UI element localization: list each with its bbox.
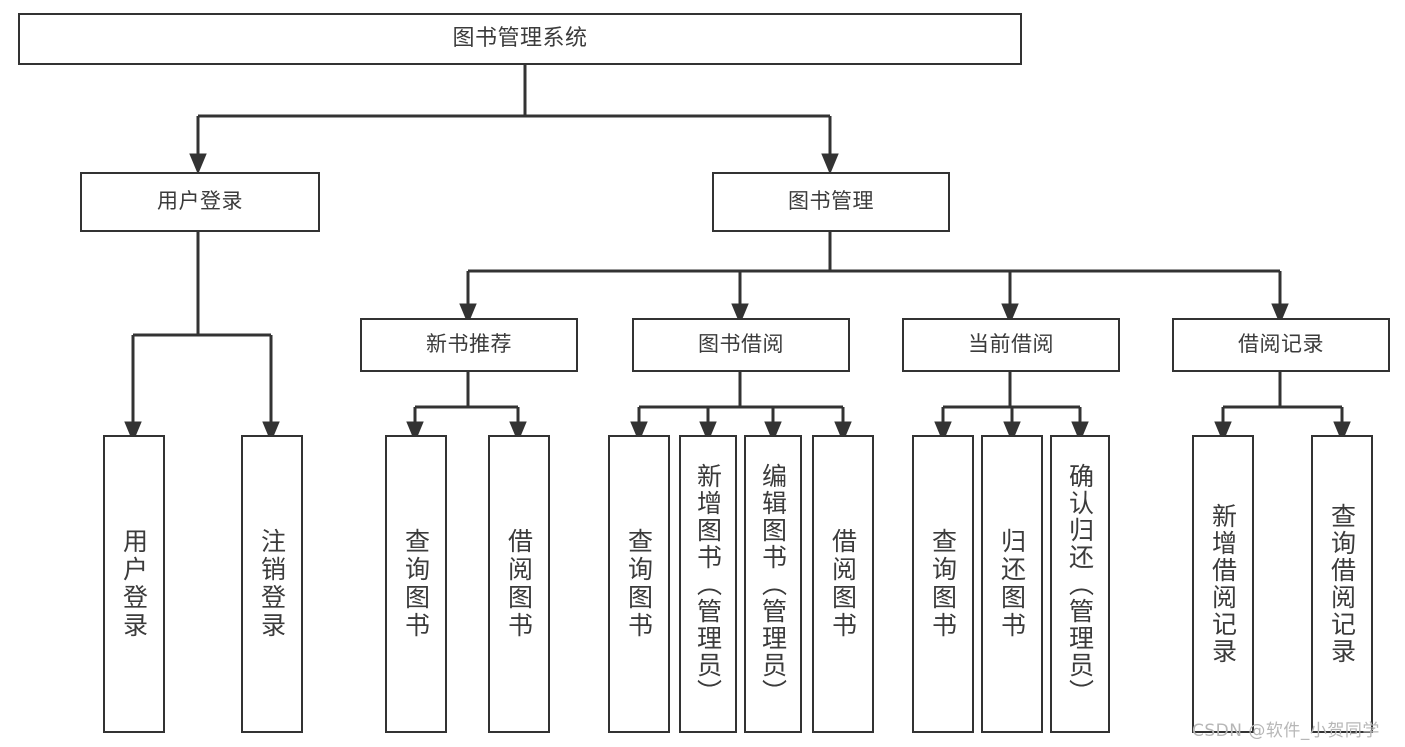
node-leaf-newbook-query-label: 查询图书 bbox=[401, 528, 431, 640]
node-new-book-recommend[interactable]: 新书推荐 bbox=[360, 318, 578, 372]
node-user-login[interactable]: 用户登录 bbox=[80, 172, 320, 232]
node-leaf-confirm-return[interactable]: 确认归还（管理员） bbox=[1050, 435, 1110, 733]
node-leaf-book-borrow-action[interactable]: 借阅图书 bbox=[812, 435, 874, 733]
node-book-management[interactable]: 图书管理 bbox=[712, 172, 950, 232]
node-root[interactable]: 图书管理系统 bbox=[18, 13, 1022, 65]
node-leaf-borrow-query-label: 查询图书 bbox=[624, 528, 654, 640]
node-current-borrow-label: 当前借阅 bbox=[968, 332, 1054, 357]
node-current-borrow[interactable]: 当前借阅 bbox=[902, 318, 1120, 372]
node-leaf-user-login[interactable]: 用户登录 bbox=[103, 435, 165, 733]
node-leaf-borrow-query[interactable]: 查询图书 bbox=[608, 435, 670, 733]
node-leaf-user-login-label: 用户登录 bbox=[119, 528, 149, 640]
node-leaf-book-add-label: 新增图书（管理员） bbox=[693, 462, 723, 706]
node-book-borrow[interactable]: 图书借阅 bbox=[632, 318, 850, 372]
node-leaf-record-add-label: 新增借阅记录 bbox=[1208, 503, 1238, 665]
node-leaf-logout-label: 注销登录 bbox=[257, 528, 287, 640]
node-borrow-record[interactable]: 借阅记录 bbox=[1172, 318, 1390, 372]
node-leaf-logout[interactable]: 注销登录 bbox=[241, 435, 303, 733]
node-user-login-label: 用户登录 bbox=[157, 189, 243, 214]
node-root-label: 图书管理系统 bbox=[452, 25, 588, 51]
node-leaf-book-borrow-action-label: 借阅图书 bbox=[828, 528, 858, 640]
node-leaf-return-book[interactable]: 归还图书 bbox=[981, 435, 1043, 733]
node-leaf-newbook-borrow[interactable]: 借阅图书 bbox=[488, 435, 550, 733]
node-leaf-current-query[interactable]: 查询图书 bbox=[912, 435, 974, 733]
node-leaf-newbook-borrow-label: 借阅图书 bbox=[504, 528, 534, 640]
node-leaf-book-edit-label: 编辑图书（管理员） bbox=[758, 462, 788, 706]
node-borrow-record-label: 借阅记录 bbox=[1238, 332, 1324, 357]
node-leaf-book-add[interactable]: 新增图书（管理员） bbox=[679, 435, 737, 733]
watermark-text: CSDN @软件_小贺同学 bbox=[1192, 721, 1380, 741]
node-leaf-record-query-label: 查询借阅记录 bbox=[1327, 503, 1357, 665]
node-leaf-record-query[interactable]: 查询借阅记录 bbox=[1311, 435, 1373, 733]
node-leaf-record-add[interactable]: 新增借阅记录 bbox=[1192, 435, 1254, 733]
node-leaf-confirm-return-label: 确认归还（管理员） bbox=[1065, 462, 1095, 706]
node-leaf-current-query-label: 查询图书 bbox=[928, 528, 958, 640]
node-leaf-return-book-label: 归还图书 bbox=[997, 528, 1027, 640]
node-book-borrow-label: 图书借阅 bbox=[698, 332, 784, 357]
node-new-book-recommend-label: 新书推荐 bbox=[426, 332, 512, 357]
node-book-management-label: 图书管理 bbox=[788, 189, 874, 214]
node-leaf-newbook-query[interactable]: 查询图书 bbox=[385, 435, 447, 733]
node-leaf-book-edit[interactable]: 编辑图书（管理员） bbox=[744, 435, 802, 733]
